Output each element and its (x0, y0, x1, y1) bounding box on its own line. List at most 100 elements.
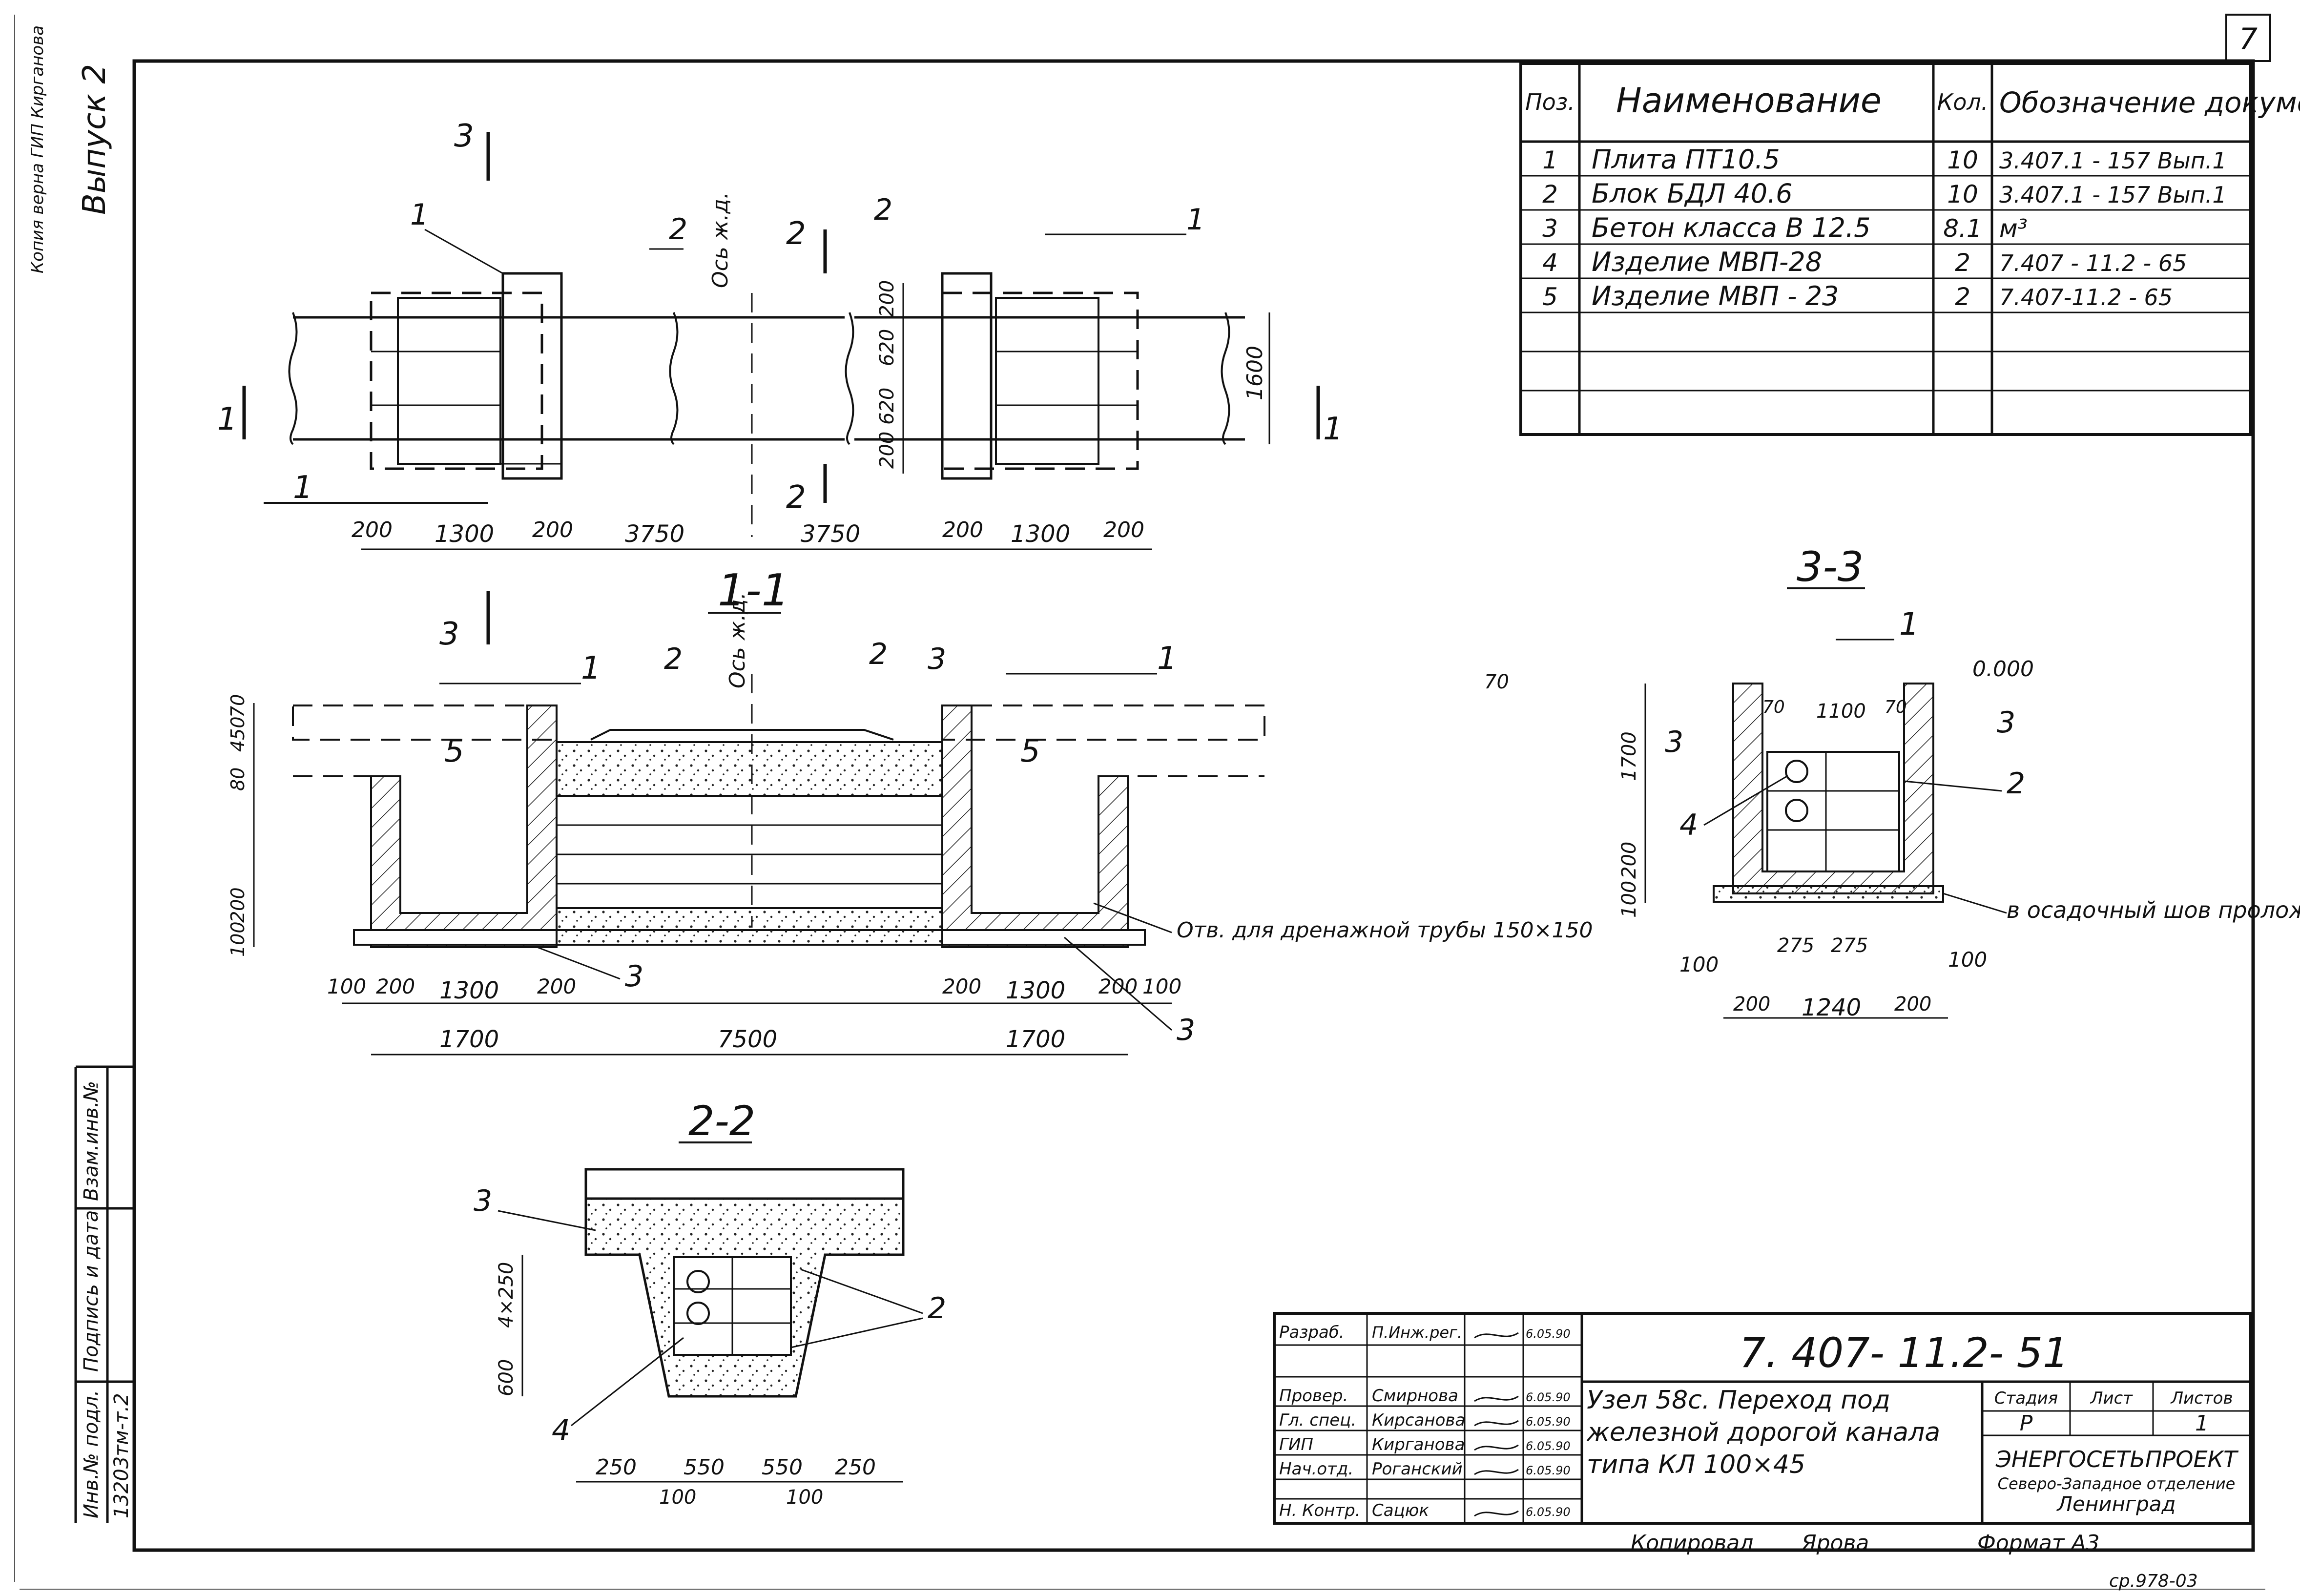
s11-dim-total: 1700 (1006, 1026, 1065, 1053)
plan-dim: 200 (876, 432, 898, 469)
s11-dim-total: 7500 (718, 1026, 777, 1053)
spec-table: Поз. Наименование Кол. Обозначение докум… (1519, 62, 2300, 436)
plan-dim: 200 (1103, 518, 1144, 542)
table-row: 1 Плита ПТ10.5 10 3.407.1 - 157 Вып.1 (1542, 144, 2227, 175)
plan-callout-2b: 2 (874, 193, 892, 227)
svg-text:10: 10 (1947, 146, 1978, 174)
s33-dim: 275 (1831, 934, 1868, 957)
sheets-value: 1 (2195, 1411, 2209, 1436)
person-name: Роганский (1372, 1459, 1463, 1479)
left-margin: Выпуск 2 Копия верна ГИП Кирганова Взам.… (28, 25, 136, 1523)
role: ГИП (1279, 1435, 1313, 1454)
col-qty-header: Кол. (1937, 89, 1989, 115)
role: Гл. спец. (1279, 1410, 1356, 1430)
svg-text:3: 3 (1542, 214, 1558, 243)
section-3-3: 3-3 70 1 0.000 3 3 2 4 1700 200 100 70 1… (1484, 543, 2300, 1021)
sign-date: 6.05.90 (1526, 1464, 1571, 1477)
plan-dim: 200 (352, 518, 393, 542)
s33-dim: 200 (1894, 993, 1931, 1016)
s22-dim-bottom: 250 (596, 1455, 637, 1480)
drain-note: Отв. для дренажной трубы 150×150 (1177, 918, 1593, 943)
svg-text:10: 10 (1947, 180, 1978, 208)
margin-stamp: Копия верна ГИП Кирганова (28, 25, 47, 273)
sign-date: 6.05.90 (1526, 1415, 1571, 1429)
s33-callout-2: 2 (2007, 767, 2025, 801)
plan-dim: 200 (942, 518, 983, 542)
svg-text:Изделие МВП - 23: Изделие МВП - 23 (1592, 281, 1839, 311)
svg-text:4: 4 (1542, 249, 1558, 277)
callout-1b: 1 (1157, 641, 1177, 677)
callout-1: 1 (581, 650, 601, 686)
s22-dim-bottom: 550 (684, 1455, 725, 1480)
plan-dim: 1300 (1011, 520, 1070, 548)
drawing-description: Узел 58с. Переход под железной дорогой к… (1587, 1386, 1941, 1479)
person-name: Кирсанова (1372, 1410, 1465, 1430)
s11-dim-left: 100 (227, 921, 249, 957)
section-1-1: 1-1 3 Ось ж.д. 1 2 2 3 1 5 5 3 (227, 565, 1593, 1056)
role: Провер. (1279, 1386, 1348, 1406)
stage-header: Стадия (1994, 1389, 2058, 1408)
s33-dim: 1700 (1618, 731, 1640, 781)
s33-dim: 1100 (1816, 700, 1866, 723)
org-name: ЭНЕРГОСЕТЬПРОЕКТ (1995, 1446, 2239, 1472)
cut-marker-3: 3 (454, 118, 474, 154)
plan-dim: 200 (876, 280, 898, 317)
s11-dim-bottom: 100 (1142, 974, 1181, 998)
s11-dim-bottom: 200 (942, 974, 981, 998)
s33-dim: 100 (1618, 881, 1640, 918)
plan-dim: 200 (532, 518, 573, 542)
s33-callout-3: 3 (1665, 725, 1683, 759)
svg-text:7.407 - 11.2 - 65: 7.407 - 11.2 - 65 (1999, 250, 2187, 276)
s11-dim-left: 200 (227, 887, 249, 923)
s11-dim-total: 1700 (439, 1026, 499, 1053)
s33-dim: 275 (1777, 934, 1814, 957)
plan-dim: 3750 (801, 520, 860, 548)
s33-note-line: в осадочный шов проложить доску, обернут… (2007, 897, 2300, 923)
s22-dim-bottom: 100 (786, 1486, 823, 1509)
sign-date: 6.05.90 (1526, 1390, 1571, 1404)
s11-dim-left: 450 (227, 716, 249, 752)
plan-callout-2: 2 (669, 212, 687, 247)
s33-dim: 100 (1948, 948, 1987, 972)
callout-3c: 3 (1177, 1013, 1195, 1047)
plan-view: Ось ж.д. 3 1 1 2 2 1 2 2 1 1 200 1300 20… (217, 118, 1343, 550)
s33-dim: 200 (1618, 842, 1640, 879)
stage-value: Р (2020, 1411, 2033, 1436)
svg-text:2: 2 (1955, 283, 1970, 311)
svg-text:Блок БДЛ 40.6: Блок БДЛ 40.6 (1592, 178, 1793, 209)
sign-date: 6.05.90 (1526, 1327, 1571, 1341)
svg-text:Изделие МВП-28: Изделие МВП-28 (1592, 247, 1822, 277)
title-block: Разраб. Провер. Гл. спец. ГИП Нач.отд. Н… (1273, 1312, 2252, 1591)
table-row: 5 Изделие МВП - 23 2 7.407-11.2 - 65 (1542, 281, 2173, 311)
svg-text:2: 2 (1955, 249, 1970, 277)
callout-5b: 5 (1020, 733, 1040, 769)
section-axis-label: Ось ж.д. (725, 592, 750, 688)
svg-text:3.407.1 - 157 Вып.1: 3.407.1 - 157 Вып.1 (1999, 182, 2227, 208)
s22-dim-bottom: 550 (762, 1455, 803, 1480)
s22-dim-bottom: 100 (659, 1486, 696, 1509)
table-row: 2 Блок БДЛ 40.6 10 3.407.1 - 157 Вып.1 (1542, 178, 2227, 209)
bottom-note: ср.978-03 (2109, 1571, 2198, 1591)
cut-marker-3b: 3 (439, 616, 459, 652)
podpis-label: Подпись и дата (80, 1210, 103, 1372)
section-1-1-title: 1-1 (718, 565, 789, 616)
col-pos-header: Поз. (1525, 89, 1575, 115)
s33-callout-3b: 3 (1997, 705, 2015, 740)
format-label: Формат А3 (1977, 1531, 2100, 1555)
s11-dim-left: 70 (227, 694, 249, 718)
svg-text:5: 5 (1542, 283, 1558, 311)
s22-callout-4: 4 (552, 1413, 570, 1448)
s22-dim-left: 600 (495, 1359, 518, 1396)
person-name: Смирнова (1372, 1386, 1458, 1406)
svg-text:Плита ПТ10.5: Плита ПТ10.5 (1592, 144, 1780, 175)
s33-level: 0.000 (1972, 657, 2034, 682)
s11-dim-left: 80 (227, 767, 249, 791)
inv-podl-label: Инв.№ подл. (80, 1390, 103, 1518)
svg-text:3.407.1 - 157 Вып.1: 3.407.1 - 157 Вып.1 (1999, 147, 2227, 174)
section-3-3-title: 3-3 (1797, 543, 1864, 591)
plan-dim: 3750 (625, 520, 684, 548)
callout-2: 2 (664, 642, 683, 676)
s33-dim: 70 (1762, 697, 1785, 717)
s33-dim: 1240 (1802, 994, 1861, 1021)
